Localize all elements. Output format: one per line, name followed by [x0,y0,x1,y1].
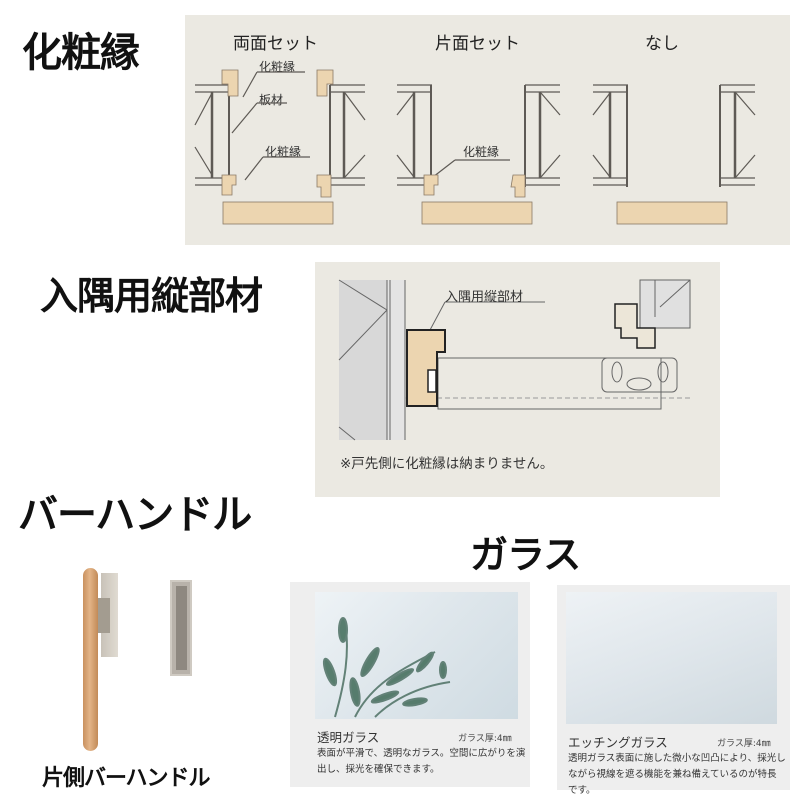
handle-bracket-icon [98,598,110,633]
callout-trim-bottom: 化粧縁 [265,145,302,159]
clear-glass-image [315,592,518,719]
variant-label-one-side: 片面セット [435,34,520,54]
flush-pull-handle-icon [170,580,192,676]
corner-member-drawing [338,279,691,441]
glass-name-clear: 透明ガラス [317,730,380,745]
callout-trim-top: 化粧縁 [259,60,296,74]
glass-name-etched: エッチングガラス [568,735,668,750]
corner-member-note: ※戸先側に化粧縁は納まりません。 [340,456,554,472]
glass-thickness-etched: ガラス厚:4㎜ [717,739,771,749]
bar-handle-caption: 片側バーハンドル [42,766,211,791]
glass-desc-etched: 透明ガラス表面に施した微小な凹凸により、採光しながら視線を遮る機能を兼ね備えてい… [568,753,786,796]
variant-label-none: なし [645,34,679,54]
trim-section-title: 化粧縁 [22,30,140,76]
bar-handle-section-title: バーハンドル [18,492,252,538]
glass-thickness-clear: ガラス厚:4㎜ [458,734,512,744]
glass-desc-clear: 表面が平滑で、透明なガラス。空間に広がりを演出し、採光を確保できます。 [317,748,526,775]
glass-card-clear: 透明ガラス ガラス厚:4㎜ 表面が平滑で、透明なガラス。空間に広がりを演出し、採… [290,582,530,787]
corner-member-callout: 入隅用縦部材 [445,290,524,305]
bar-handle-image [80,568,192,753]
corner-member-section-title: 入隅用縦部材 [40,274,263,318]
trim-diagram-panel: 両面セット 片面セット なし 化粧縁 板材 化粧縁 化粧縁 [185,15,790,245]
corner-member-diagram-panel: 入隅用縦部材 ※戸先側に化粧縁は納まりません。 [315,262,720,497]
glass-section-title: ガラス [470,533,581,577]
trim-diagram-drawing [194,69,756,225]
callout-trim-one-side: 化粧縁 [463,145,500,159]
glass-card-etched: エッチングガラス ガラス厚:4㎜ 透明ガラス表面に施した微小な凹凸により、採光し… [557,585,790,796]
etched-glass-image [566,592,777,724]
variant-label-both-sides: 両面セット [233,34,318,54]
plant-leaves-icon [322,617,451,718]
wooden-bar-handle-icon [83,568,98,751]
